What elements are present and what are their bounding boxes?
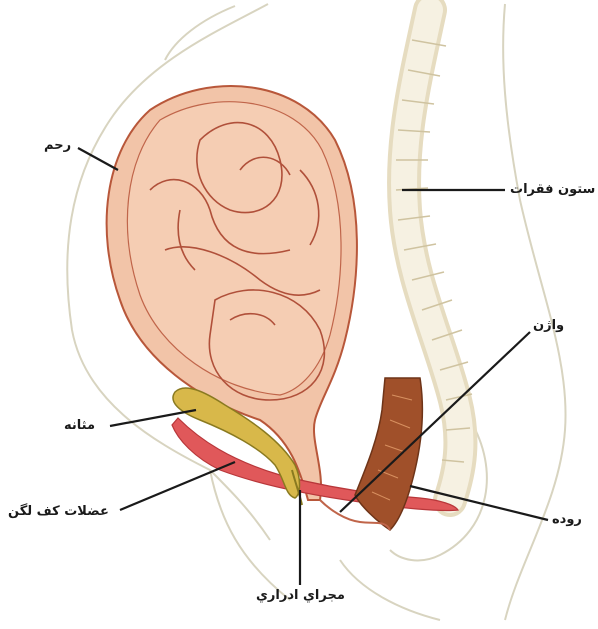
label-spine: ستون فقرات: [510, 182, 595, 198]
label-urethra: مجراي ادراري: [256, 588, 345, 604]
label-pelvic-floor: عضلات کف لگن: [8, 504, 109, 520]
label-rectum: روده: [552, 512, 582, 528]
uterus-with-fetus: [107, 86, 357, 500]
label-bladder: مثانه: [64, 418, 95, 434]
label-uterus: رحم: [44, 138, 71, 154]
leader-uterus: [78, 148, 118, 170]
body-inner-outline: [165, 6, 235, 60]
label-vagina: واژن: [533, 318, 564, 334]
